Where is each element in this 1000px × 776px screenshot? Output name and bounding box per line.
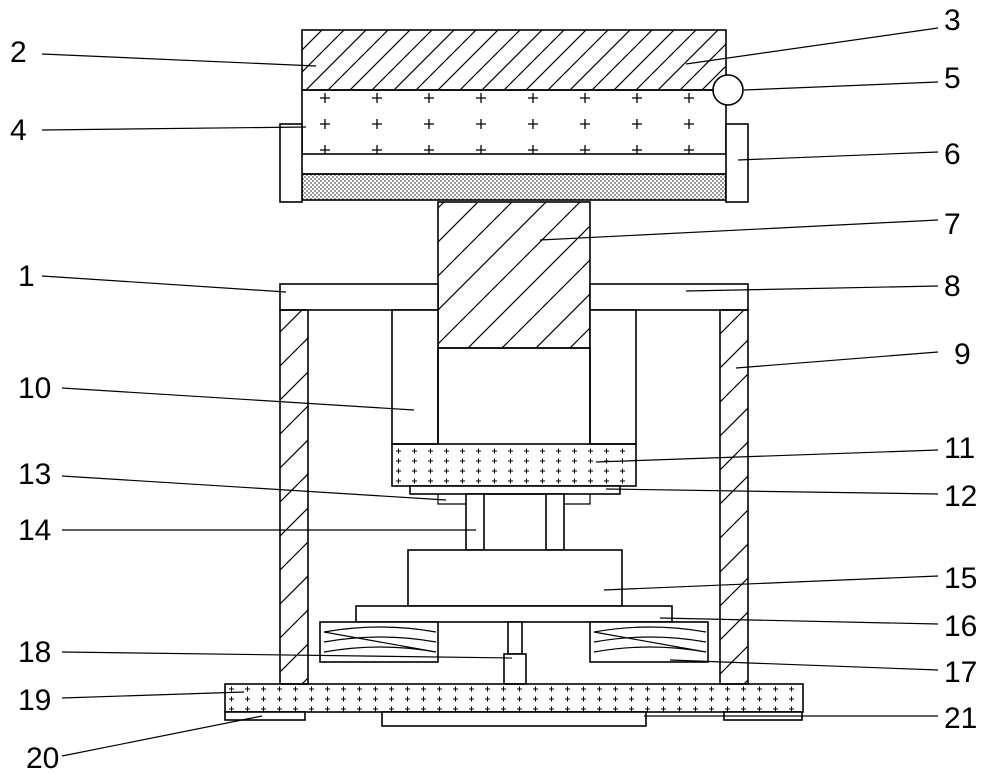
part-16-base-plate [355, 605, 673, 623]
label-4: 4 [10, 114, 27, 147]
label-2: 2 [10, 36, 27, 69]
part-2-top-plate [301, 29, 727, 91]
part-13-bracket-left [437, 494, 466, 505]
label-11: 11 [944, 432, 975, 465]
part-9-left-leg [279, 309, 309, 685]
part-8-top-beam-right [589, 283, 749, 311]
leader-lines [41, 27, 939, 757]
label-18: 18 [18, 636, 51, 669]
part-8-top-beam-left [279, 283, 439, 311]
part-4-cushion [301, 89, 727, 155]
label-8: 8 [944, 270, 961, 303]
label-7: 7 [944, 208, 961, 241]
label-6: 6 [944, 138, 961, 171]
label-10: 10 [18, 372, 51, 405]
part-21-bottom-plate [381, 711, 647, 727]
part-14-rod-right [545, 493, 565, 551]
part-9-right-leg [719, 309, 749, 685]
label-3: 3 [944, 4, 961, 37]
part-5-sensor [712, 74, 744, 106]
part-6-left-side-plate [279, 123, 303, 203]
part-10-sleeve-right [589, 309, 637, 445]
label-12: 12 [944, 480, 977, 513]
part-18-pin-upper [507, 621, 523, 655]
label-16: 16 [944, 610, 977, 643]
spring-left-coils [323, 626, 437, 653]
label-9: 9 [954, 338, 971, 371]
part-12-plate [409, 485, 621, 495]
label-19: 19 [18, 684, 51, 717]
part-11-pad [391, 443, 637, 487]
part-dotted-strip [301, 173, 727, 201]
part-15-motor [407, 549, 623, 607]
part-7-column [437, 201, 591, 349]
part-6-right-side-plate [725, 123, 749, 203]
part-19-base [224, 683, 804, 713]
label-20: 20 [26, 742, 59, 775]
label-1: 1 [18, 260, 35, 293]
label-14: 14 [18, 514, 51, 547]
label-17: 17 [944, 656, 977, 689]
spring-right-coils [593, 626, 707, 653]
part-20-foot-left [224, 711, 306, 721]
part-10-sleeve-left [391, 309, 439, 445]
label-21: 21 [944, 702, 977, 735]
label-5: 5 [944, 62, 961, 95]
part-14-rod-left [465, 493, 485, 551]
label-15: 15 [944, 562, 977, 595]
label-13: 13 [18, 458, 51, 491]
part-13-bracket-right [564, 494, 591, 505]
